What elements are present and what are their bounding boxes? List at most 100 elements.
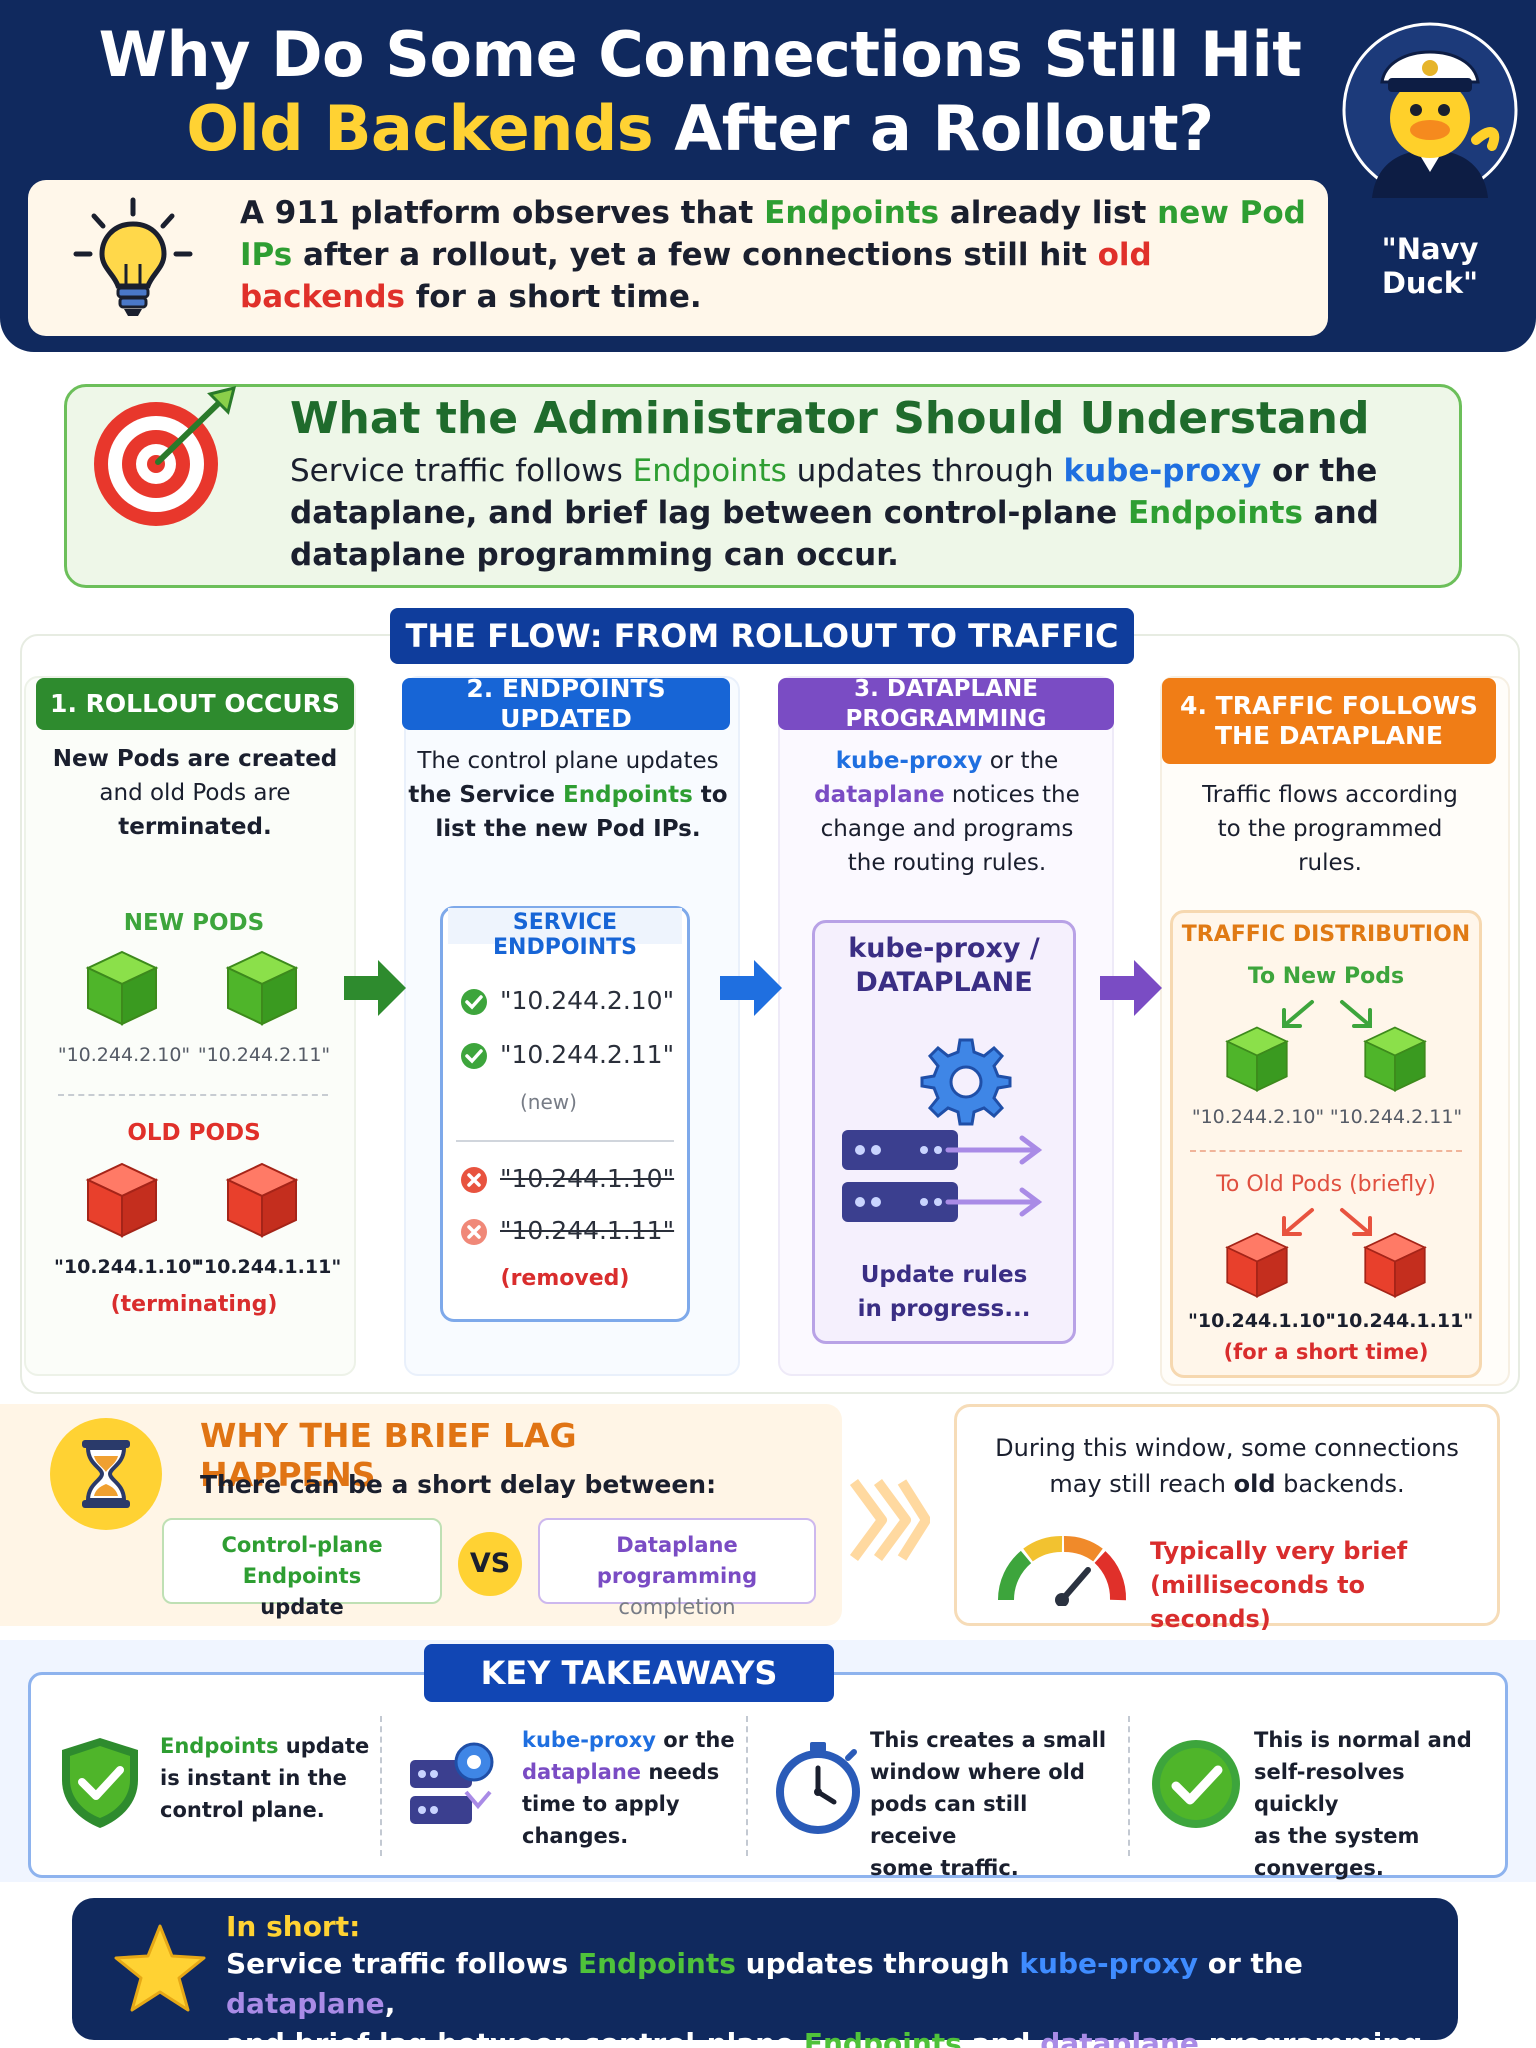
new-pods-label: NEW PODS bbox=[123, 910, 265, 936]
page-title-line-2: Old Backends After a Rollout? bbox=[60, 92, 1340, 166]
intro-box bbox=[28, 180, 1328, 336]
old-pods-label: OLD PODS bbox=[127, 1120, 261, 1146]
step-3-line: change and programs bbox=[820, 816, 1074, 842]
takeaway-line: This creates a small bbox=[870, 1728, 1107, 1752]
footer-dataplane: dataplane bbox=[1040, 2027, 1199, 2048]
brief-duration-text: Typically very brief (milliseconds to se… bbox=[1150, 1534, 1490, 1636]
window-text: During this window, some connections may… bbox=[970, 1430, 1484, 1502]
control-plane-pill-line: update bbox=[260, 1595, 344, 1619]
takeaway-line: some traffic. bbox=[870, 1856, 1019, 1880]
control-plane-pill: Control-plane Endpoints update bbox=[162, 1518, 442, 1619]
takeaway-line: time to apply bbox=[522, 1792, 680, 1816]
intro-part: after a rollout, yet a few connections s… bbox=[292, 237, 1098, 273]
step-3-line: the routing rules. bbox=[847, 850, 1047, 876]
step-2-part: to bbox=[692, 782, 728, 808]
step-2-line: The control plane updates bbox=[417, 748, 719, 774]
new-pod-ip: "10.244.2.10" bbox=[1191, 1106, 1325, 1128]
step-2-endpoints: Endpoints bbox=[563, 782, 693, 808]
remove-icon bbox=[461, 1219, 487, 1245]
new-pod-ip: "10.244.2.11" bbox=[197, 1044, 331, 1066]
understand-part: and dataplane programming can occur. bbox=[290, 495, 1379, 573]
takeaway-divider bbox=[746, 1716, 748, 1856]
understand-text: Service traffic follows Endpoints update… bbox=[290, 450, 1440, 576]
mascot-name: "Navy Duck" bbox=[1381, 232, 1479, 300]
pods-divider bbox=[58, 1094, 328, 1096]
understand-part: or the dataplane, and brief lag between … bbox=[290, 453, 1378, 531]
endpoint-removed-note: (removed) bbox=[500, 1266, 630, 1291]
vs-badge: VS bbox=[458, 1532, 522, 1596]
dataplane-title-line: DATAPLANE bbox=[855, 967, 1033, 998]
takeaway-3-text: This creates a small window where old po… bbox=[870, 1724, 1110, 1884]
step-2-description: The control plane updates the Service En… bbox=[408, 744, 728, 846]
old-pod-ip: "10.244.1.10" bbox=[54, 1256, 202, 1278]
intro-text: A 911 platform observes that Endpoints a… bbox=[240, 192, 1310, 318]
step-3-part: or the bbox=[982, 748, 1059, 774]
takeaway-line: control plane. bbox=[160, 1798, 325, 1822]
traffic-divider bbox=[1190, 1150, 1462, 1152]
footer-endpoints: Endpoints bbox=[577, 1947, 736, 1980]
page-title-line-1: Why Do Some Connections Still Hit bbox=[98, 18, 1302, 91]
short-time-note: (for a short time) bbox=[1223, 1340, 1429, 1364]
footer-part: programming can occur. bbox=[1208, 2027, 1423, 2048]
arrow-down-right-icon bbox=[1340, 1000, 1372, 1028]
takeaway-endpoints: Endpoints bbox=[160, 1734, 279, 1758]
arrow-right-icon bbox=[344, 960, 406, 1016]
endpoint-divider bbox=[456, 1140, 674, 1142]
stopwatch-icon bbox=[776, 1742, 860, 1834]
takeaway-part: needs bbox=[641, 1760, 720, 1784]
dataplane-status-line: Update rules bbox=[860, 1262, 1028, 1288]
step-4-line: rules. bbox=[1298, 850, 1362, 876]
takeaway-line: pods can still receive bbox=[870, 1792, 1028, 1848]
new-pod-cube-icon bbox=[227, 951, 297, 1025]
check-icon bbox=[461, 1043, 487, 1069]
takeaway-line: is instant in the bbox=[160, 1766, 347, 1790]
arrow-down-left-icon bbox=[1282, 1000, 1314, 1028]
step-2-line: list the new Pod IPs. bbox=[435, 816, 701, 842]
old-pod-ip: "10.244.1.11" bbox=[1326, 1310, 1474, 1332]
takeaway-line: self-resolves quickly bbox=[1254, 1760, 1405, 1816]
new-pod-cube-icon bbox=[1364, 1026, 1426, 1092]
intro-old-backends: old backends bbox=[240, 237, 1152, 315]
dataplane-pill: Dataplane programming completion bbox=[538, 1518, 816, 1619]
step-1-heading: 1. ROLLOUT OCCURS bbox=[36, 678, 354, 730]
step-1-line: New Pods are created bbox=[52, 746, 338, 772]
step-2-part: the Service bbox=[408, 782, 564, 808]
takeaway-line: This is normal and bbox=[1254, 1728, 1472, 1752]
step-1-line: and old Pods are bbox=[99, 780, 291, 806]
endpoint-added: "10.244.2.10" bbox=[500, 986, 675, 1015]
step-4-line: Traffic flows according bbox=[1202, 782, 1458, 808]
step-1-description: New Pods are created and old Pods are te… bbox=[40, 742, 350, 844]
endpoint-new-note: (new) bbox=[520, 1090, 577, 1114]
takeaway-part: update bbox=[278, 1734, 370, 1758]
brief-line: (milliseconds to seconds) bbox=[1150, 1571, 1366, 1633]
step-3-heading: 3. DATAPLANE PROGRAMMING bbox=[778, 676, 1114, 732]
understand-kubeproxy: kube-proxy bbox=[1063, 453, 1262, 489]
intro-part: A 911 platform observes that bbox=[240, 195, 765, 231]
intro-part: for a short time. bbox=[405, 279, 702, 315]
takeaway-kubeproxy: kube-proxy bbox=[522, 1728, 656, 1752]
brief-line: Typically very brief bbox=[1150, 1537, 1408, 1565]
intro-part: already list bbox=[939, 195, 1158, 231]
control-plane-pill-line: Control-plane Endpoints bbox=[221, 1533, 383, 1588]
in-short-label: In short: bbox=[226, 1910, 361, 1943]
understand-part: Service traffic follows bbox=[290, 453, 633, 489]
window-part: backends. bbox=[1275, 1470, 1405, 1498]
footer-dataplane: dataplane bbox=[226, 1987, 385, 2020]
intro-new-ips: new Pod IPs bbox=[240, 195, 1306, 273]
step-3-part: notices the bbox=[944, 782, 1080, 808]
server-gear-icon bbox=[410, 1742, 494, 1824]
footer-endpoints: Endpoints bbox=[803, 2027, 962, 2048]
old-pod-cube-icon bbox=[227, 1163, 297, 1237]
step-2-heading: 2. ENDPOINTS UPDATED bbox=[402, 674, 730, 733]
to-old-pods-label: To Old Pods (briefly) bbox=[1216, 1172, 1436, 1197]
old-pod-cube-icon bbox=[87, 1163, 157, 1237]
footer-part: Service traffic follows bbox=[226, 1947, 578, 1980]
dataplane-pill-line: Dataplane programming bbox=[596, 1533, 758, 1588]
remove-icon bbox=[461, 1167, 487, 1193]
flow-banner: THE FLOW: FROM ROLLOUT TO TRAFFIC bbox=[390, 608, 1134, 664]
takeaway-divider bbox=[1128, 1716, 1130, 1856]
understand-endpoints: Endpoints bbox=[632, 453, 787, 489]
footer-part: or the bbox=[1198, 1947, 1303, 1980]
step-4-description: Traffic flows according to the programme… bbox=[1170, 778, 1490, 880]
takeaways-box bbox=[28, 1672, 1508, 1878]
